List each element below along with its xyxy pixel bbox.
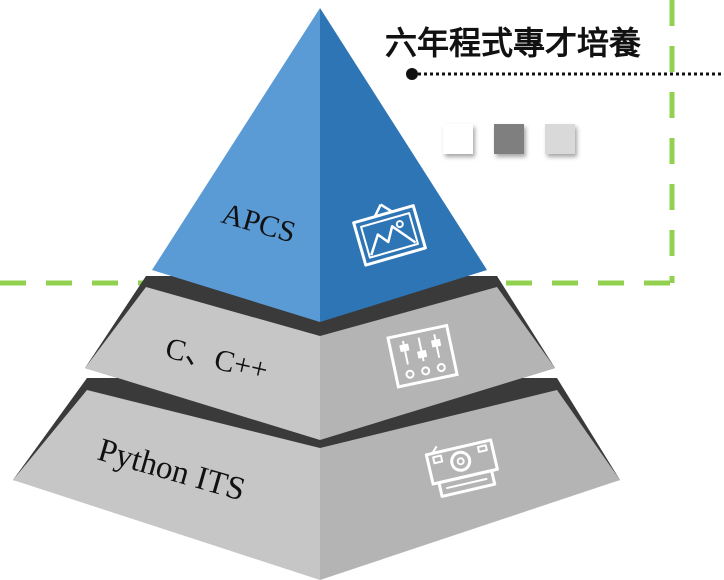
layer-bottom-left-face [13, 390, 320, 580]
layer-python-its [13, 378, 620, 580]
layer-top-left-face [152, 8, 320, 322]
title-connector [406, 68, 724, 80]
square-light-gray [545, 124, 575, 154]
layer-bottom-right-face [320, 390, 620, 580]
diagram-title: 六年程式專才培養 [385, 24, 642, 62]
layer-apcs [152, 8, 487, 322]
layer-middle-left-face [85, 287, 320, 440]
framed-picture-icon [352, 203, 427, 267]
mixer-sliders-icon [386, 323, 459, 389]
square-indicators [443, 124, 575, 154]
instant-camera-icon [424, 438, 499, 498]
connector-dot [406, 68, 418, 80]
layer-middle-right-face [320, 287, 555, 440]
square-white [443, 124, 473, 154]
layer-c-cpp [85, 276, 555, 440]
layer-top-right-face [320, 8, 487, 322]
square-dark-gray [494, 124, 524, 154]
